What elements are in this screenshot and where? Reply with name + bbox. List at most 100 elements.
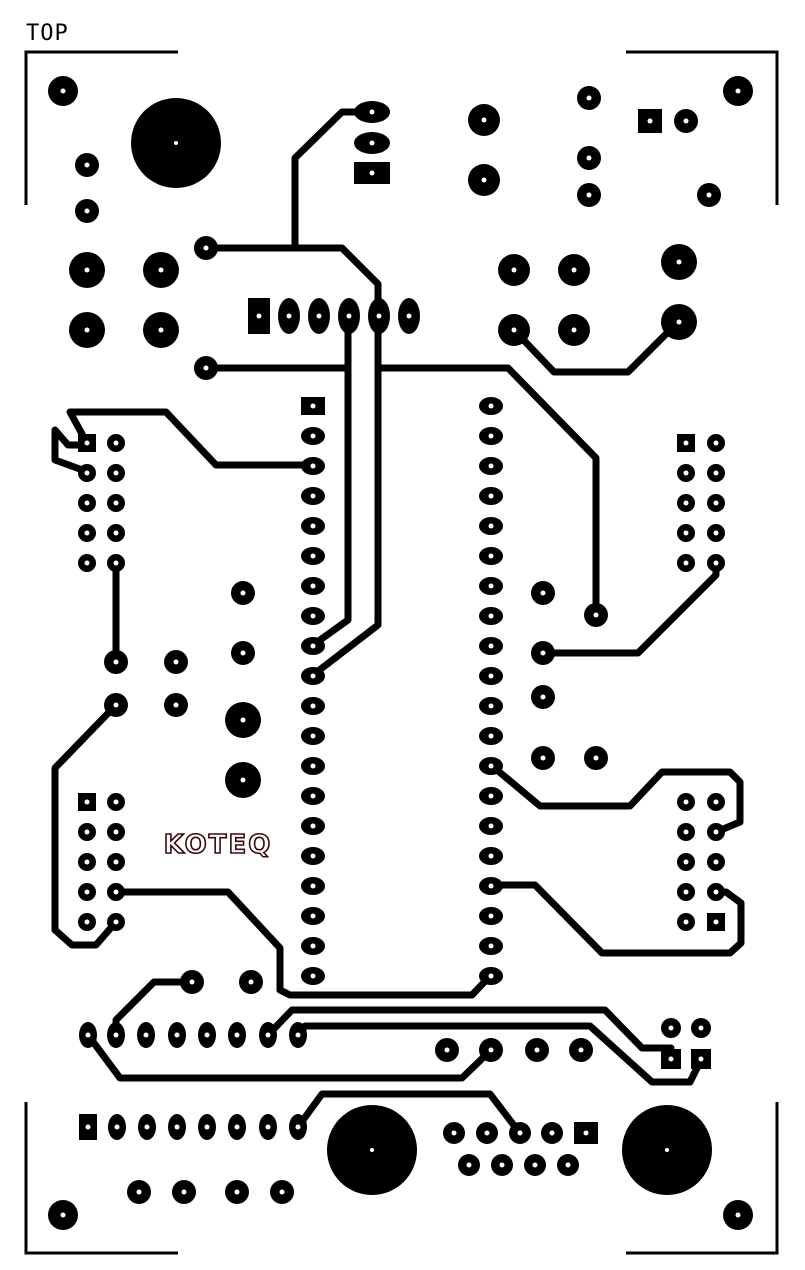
drill-hole [136,1189,142,1195]
drill-hole [698,1056,704,1062]
drill-hole [549,1130,555,1136]
drill-hole [376,313,382,319]
drill-hole [60,88,66,94]
drill-hole [310,403,316,409]
drill-hole [265,1032,271,1038]
mounting-hole-centers [174,141,669,1152]
drill-hole [204,1124,210,1130]
drill-hole [406,313,412,319]
drill-hole [488,733,494,739]
drill-hole [534,1047,540,1053]
drill-hole [310,493,316,499]
drill-hole [571,327,577,333]
drill-hole [571,267,577,273]
drill-hole [488,853,494,859]
drill-hole [668,1025,674,1031]
drill-hole [113,859,119,865]
drill-hole [488,823,494,829]
drill-hole [310,973,316,979]
drill-hole [683,859,689,865]
drill-hole [683,889,689,895]
drill-hole [369,109,375,115]
drill-hole [593,612,599,618]
drill-hole [204,1032,210,1038]
drill-hole [488,763,494,769]
drill-hole [540,755,546,761]
drill-hole [683,440,689,446]
drill-hole [84,162,90,168]
drill-hole [240,650,246,656]
drill-hole [113,829,119,835]
drill-hole [310,673,316,679]
drill-hole [265,1124,271,1130]
drill-hole [84,859,90,865]
drill-hole [174,1032,180,1038]
drill-hole [369,140,375,146]
drill-hole [565,1162,571,1168]
drill-hole [84,470,90,476]
drill-hole [511,327,517,333]
drill-hole [451,1130,457,1136]
drill-hole [683,829,689,835]
drill-hole [713,919,719,925]
drill-hole [295,1124,301,1130]
drill-hole [310,553,316,559]
drill-hole [481,117,487,123]
drill-hole [488,523,494,529]
drill-hole [586,155,592,161]
drill-hole [295,1032,301,1038]
drill-hole [84,500,90,506]
drill-hole [683,500,689,506]
drill-hole [540,650,546,656]
board-logo: KOTEQ [164,830,273,860]
drill-hole [488,463,494,469]
drill-hole [113,659,119,665]
drill-holes [60,88,741,1218]
drill-hole [240,777,246,783]
drill-hole [488,943,494,949]
drill-hole [310,913,316,919]
drill-hole [240,590,246,596]
drill-hole [713,470,719,476]
drill-hole [113,1032,119,1038]
drill-hole [84,560,90,566]
drill-hole [84,530,90,536]
drill-hole [113,530,119,536]
drill-hole [346,313,352,319]
drill-hole [676,319,682,325]
drill-hole [488,703,494,709]
drill-hole [234,1189,240,1195]
drill-hole [203,365,209,371]
drill-hole [173,659,179,665]
drill-hole [683,560,689,566]
drill-hole [113,799,119,805]
drill-hole [647,118,653,124]
drill-hole [310,943,316,949]
drill-hole [586,192,592,198]
drill-hole [203,245,209,251]
drill-hole [713,500,719,506]
drill-hole [113,919,119,925]
drill-hole [488,1047,494,1053]
drill-hole [593,755,599,761]
drill-hole [84,829,90,835]
drill-hole [310,793,316,799]
drill-hole [248,979,254,985]
drill-hole [586,95,592,101]
drill-hole [583,1130,589,1136]
drill-hole [240,717,246,723]
drill-hole [286,313,292,319]
drill-hole [113,440,119,446]
drill-hole [113,500,119,506]
drill-hole [84,440,90,446]
drill-hole [113,470,119,476]
drill-hole [84,208,90,214]
drill-hole [517,1130,523,1136]
drill-hole [683,799,689,805]
drill-hole [484,1130,490,1136]
drill-hole [310,433,316,439]
drill-hole [713,889,719,895]
drill-hole [683,118,689,124]
drill-hole [189,979,195,985]
drill-hole [683,919,689,925]
